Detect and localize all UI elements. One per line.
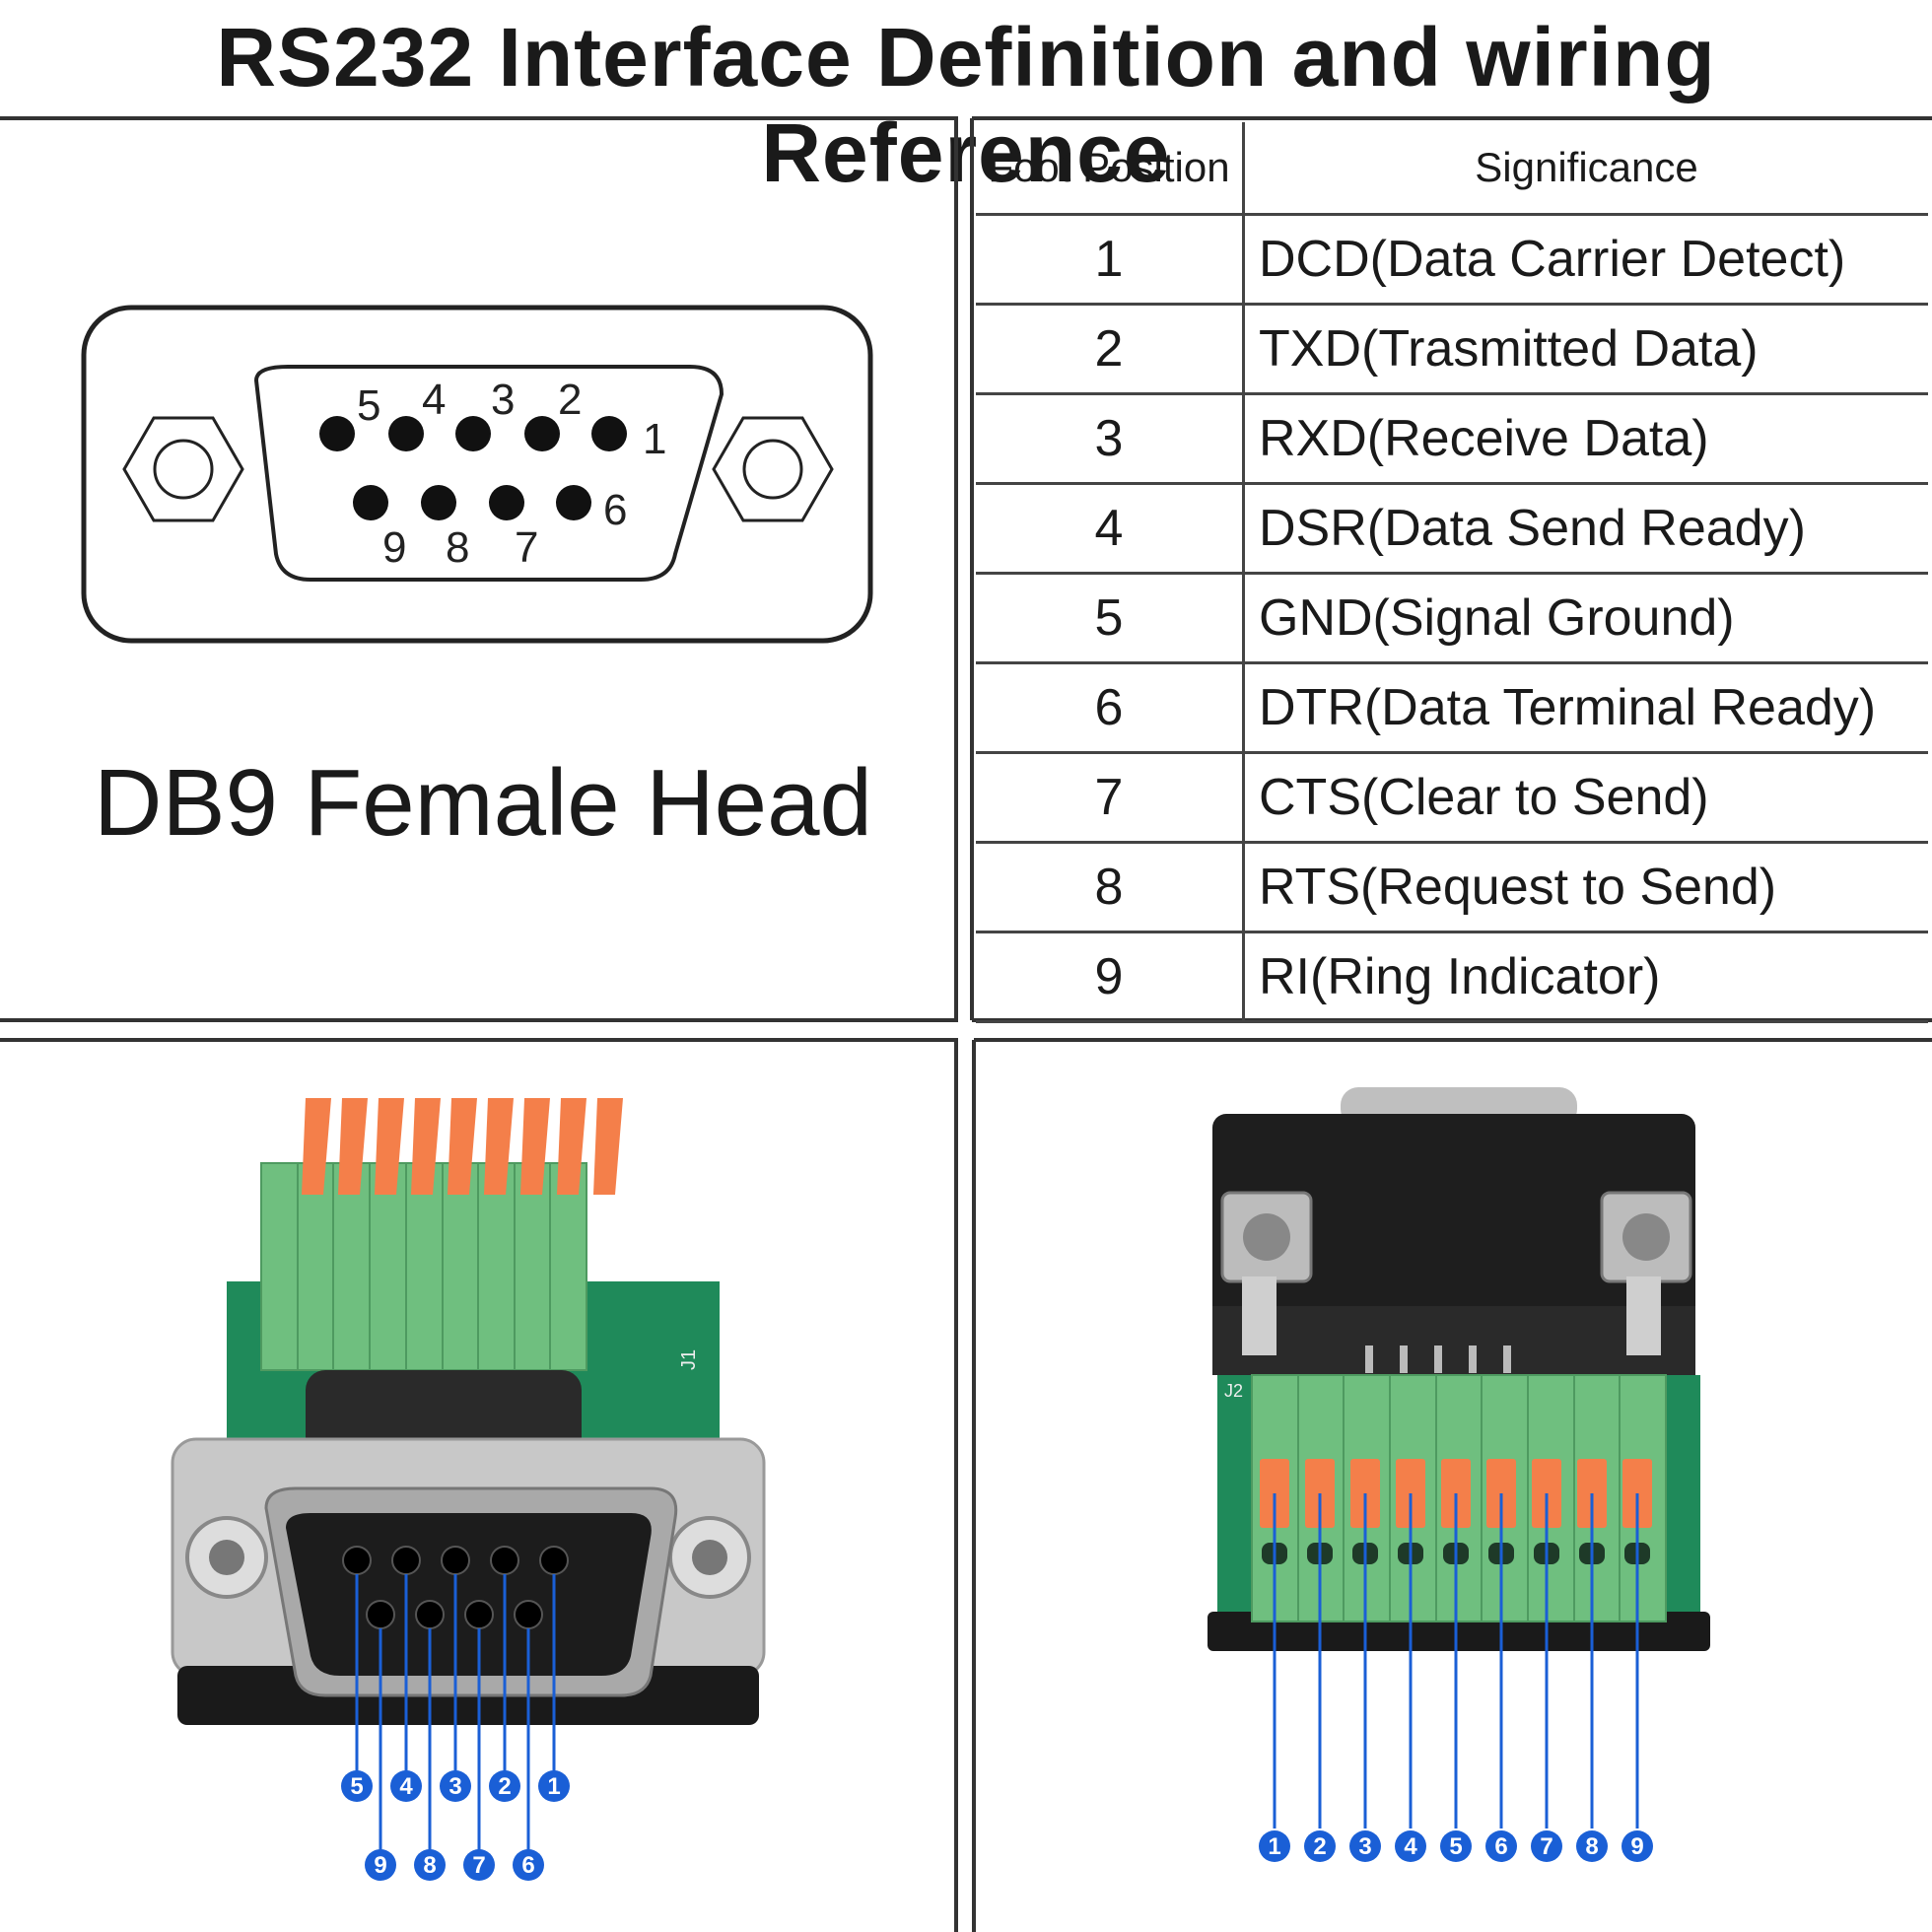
pin-number-3: 3 — [491, 376, 515, 424]
pin-9 — [353, 485, 388, 520]
terminal-callout-3: 3 — [1358, 1833, 1371, 1860]
callout-8: 8 — [423, 1852, 436, 1879]
pcb-label-j1: J1 — [678, 1349, 700, 1370]
header-foot-position: Foot Position — [976, 122, 1245, 215]
pin-callout-lines — [355, 1574, 556, 1853]
right-screw-hole — [742, 439, 803, 500]
cell-pos: 4 — [976, 482, 1245, 574]
callout-1: 1 — [547, 1773, 560, 1800]
pin-7 — [489, 485, 524, 520]
db9-female-head-label: DB9 Female Head — [94, 750, 872, 856]
db9-adapter-front-photo: J1 — [171, 1098, 766, 1881]
cell-pos: 1 — [976, 213, 1245, 305]
cell-sig: DSR(Data Send Ready) — [1243, 482, 1928, 574]
cell-sig: GND(Signal Ground) — [1243, 572, 1928, 663]
cell-sig: RI(Ring Indicator) — [1243, 931, 1928, 1023]
terminal-callout-4: 4 — [1404, 1833, 1417, 1860]
cell-sig: DTR(Data Terminal Ready) — [1243, 661, 1928, 753]
header-significance: Significance — [1475, 144, 1698, 190]
db9-adapter-back-photo: J2 1 2 3 4 5 — [1208, 1087, 1710, 1862]
callout-4: 4 — [399, 1773, 413, 1800]
callout-2: 2 — [498, 1773, 511, 1800]
terminal-callout-1: 1 — [1268, 1833, 1280, 1860]
cell-sig: CTS(Clear to Send) — [1243, 751, 1928, 843]
callout-9: 9 — [374, 1852, 386, 1879]
db9-connector-diagram: 5 4 3 2 1 9 8 7 6 — [81, 305, 873, 644]
cell-pos: 9 — [976, 931, 1245, 1023]
pin-6 — [556, 485, 591, 520]
cell-pos: 7 — [976, 751, 1245, 843]
terminal-callout-2: 2 — [1313, 1833, 1326, 1860]
pin-5 — [319, 416, 355, 451]
cell-sig: RTS(Request to Send) — [1243, 841, 1928, 932]
cell-sig: TXD(Trasmitted Data) — [1243, 303, 1928, 394]
pin-number-8: 8 — [446, 523, 469, 572]
right-hex-nut — [712, 416, 834, 522]
terminal-callout-8: 8 — [1585, 1833, 1598, 1860]
pin-8 — [421, 485, 456, 520]
pin-number-1: 1 — [643, 415, 666, 463]
pin-3 — [455, 416, 491, 451]
callout-3: 3 — [448, 1773, 461, 1800]
cell-sig: RXD(Receive Data) — [1243, 392, 1928, 484]
left-screw-hole — [153, 439, 214, 500]
connector-outline — [81, 305, 873, 644]
pin-1 — [591, 416, 627, 451]
pin-2 — [524, 416, 560, 451]
terminal-callout-5: 5 — [1449, 1833, 1462, 1860]
terminal-callout-badges — [1259, 1830, 1653, 1862]
left-hex-nut — [122, 416, 244, 522]
pin-number-9: 9 — [382, 523, 406, 572]
pin-4 — [388, 416, 424, 451]
terminal-callout-7: 7 — [1540, 1833, 1552, 1860]
pin-number-7: 7 — [515, 523, 538, 572]
pcb-label-j2: J2 — [1224, 1381, 1243, 1401]
cell-pos: 5 — [976, 572, 1245, 663]
table-header-row: Foot Position Significance — [976, 122, 1928, 215]
cell-sig: DCD(Data Carrier Detect) — [1243, 213, 1928, 305]
callout-6: 6 — [521, 1852, 534, 1879]
cell-pos: 8 — [976, 841, 1245, 932]
callout-5: 5 — [350, 1773, 363, 1800]
cell-pos: 6 — [976, 661, 1245, 753]
cell-pos: 3 — [976, 392, 1245, 484]
pin-number-2: 2 — [558, 376, 582, 424]
pin-number-4: 4 — [422, 376, 446, 424]
terminal-callout-lines — [1273, 1493, 1639, 1828]
pin-number-5: 5 — [357, 381, 380, 430]
callout-7: 7 — [472, 1852, 485, 1879]
orange-levers — [302, 1098, 623, 1195]
cell-pos: 2 — [976, 303, 1245, 394]
pin-number-6: 6 — [603, 486, 627, 534]
terminal-callout-9: 9 — [1630, 1833, 1643, 1860]
pin-callout-badges — [341, 1770, 570, 1881]
d-sub-shell — [253, 365, 724, 582]
terminal-callout-6: 6 — [1494, 1833, 1507, 1860]
